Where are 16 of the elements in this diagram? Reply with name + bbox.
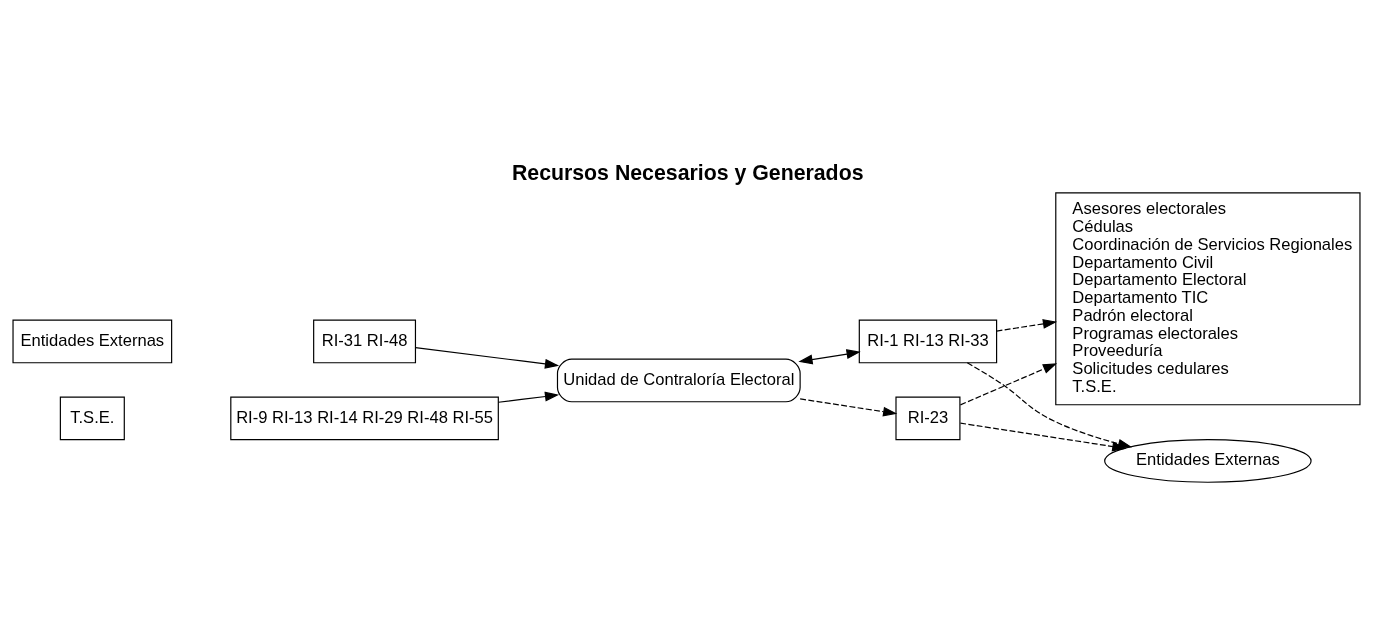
arrow	[497, 391, 560, 403]
node-box: Entidades Externas	[12, 319, 173, 364]
arrow	[959, 422, 1127, 452]
node-box: RI-1 RI-13 RI-33	[858, 319, 998, 364]
arrow	[996, 319, 1058, 332]
node-box: RI-9 RI-13 RI-14 RI-29 RI-48 RI-55	[230, 396, 499, 441]
node-box: Unidad de Contraloría Electoral	[556, 358, 801, 403]
arrow	[414, 347, 560, 369]
node-box: RI-23	[895, 396, 961, 441]
arrow	[799, 398, 898, 417]
arrow	[798, 349, 861, 365]
node-box: T.S.E.	[59, 396, 125, 441]
node-box: Asesores electorales Cédulas Coordinación de Servicios Regionales Departamento Civil Departamento Electoral Departamento TIC Padrón electoral Programas electorales Proveeduría Solicitudes cedulares T.S.E.	[1055, 192, 1361, 406]
node-box: RI-31 RI-48	[313, 319, 417, 364]
arrow	[959, 363, 1058, 406]
diagram-title: Recursos Necesarios y Generados	[511, 161, 864, 186]
